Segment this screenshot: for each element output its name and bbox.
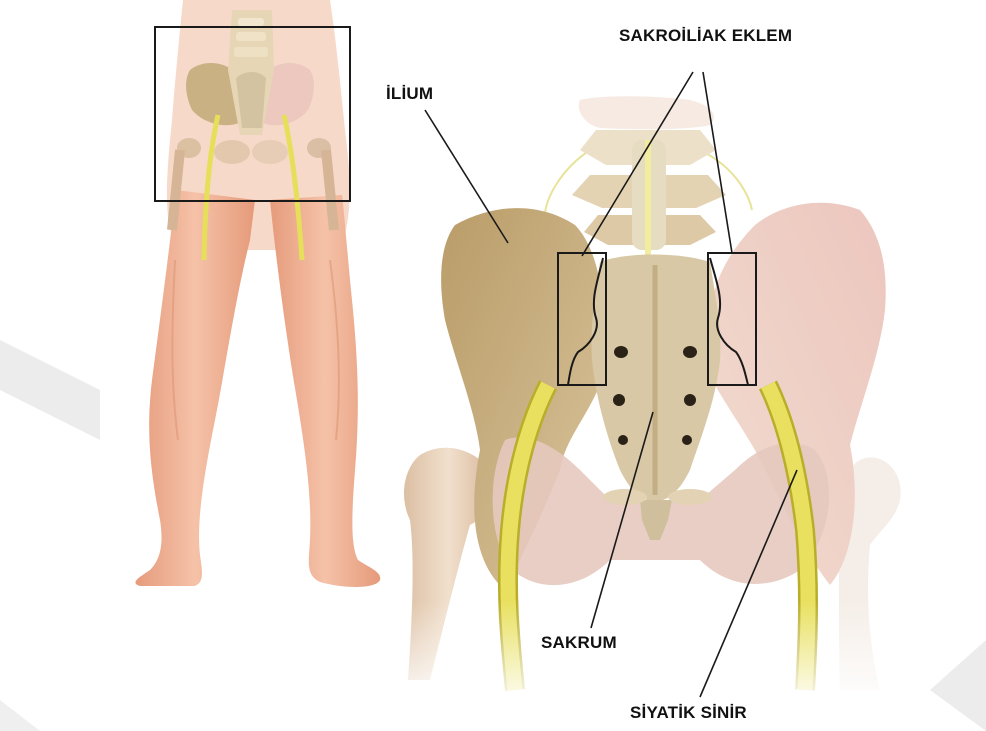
coccyx-tip-right xyxy=(668,489,712,505)
right-leg xyxy=(270,195,380,587)
label-sciatic-nerve: SİYATİK SİNİR xyxy=(630,704,747,721)
watermark-bottom-left xyxy=(0,700,40,731)
watermark-right-chevron xyxy=(930,640,986,731)
label-ilium: İLİUM xyxy=(386,85,433,102)
label-sacroiliac-joint: SAKROİLİAK EKLEM xyxy=(619,27,792,44)
pelvis-closeup xyxy=(390,96,910,710)
body-overview xyxy=(135,0,380,587)
lumbar-vertebra-top xyxy=(579,96,714,129)
label-sacrum: SAKRUM xyxy=(541,634,617,651)
coccyx-tip xyxy=(603,489,647,505)
lumbar-vertebrae xyxy=(572,130,726,260)
left-leg xyxy=(135,190,255,586)
bottom-fade xyxy=(390,600,910,710)
watermark-left-chevron xyxy=(0,340,100,440)
